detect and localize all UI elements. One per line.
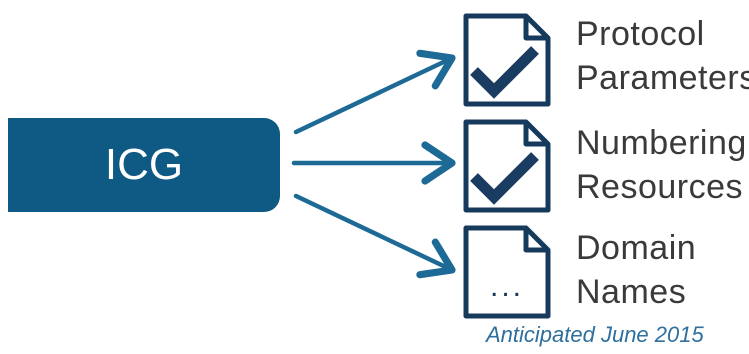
label-line-1: Protocol: [576, 15, 705, 53]
checkmark-icon: [470, 152, 539, 205]
label-numbering-resources: Numbering Resources: [576, 121, 747, 209]
label-line-1: Domain: [576, 229, 697, 267]
label-protocol-parameters: Protocol Parameters: [576, 12, 749, 100]
label-line-2: Parameters: [576, 59, 749, 97]
arrow-domain-names: [293, 193, 456, 279]
document-icon-domain-names: ...: [463, 225, 551, 319]
label-line-2: Resources: [576, 168, 744, 206]
icg-label: ICG: [104, 140, 184, 189]
anticipated-date-note: Anticipated June 2015: [486, 322, 704, 347]
checkmark-icon: [470, 46, 539, 99]
ellipsis-icon: ...: [490, 270, 524, 303]
document-icon-protocol-parameters: [463, 13, 551, 107]
arrow-protocol-parameters: [293, 49, 456, 135]
icg-box: ICG: [8, 118, 280, 212]
label-line-1: Numbering: [576, 124, 747, 162]
label-line-2: Names: [576, 273, 687, 311]
document-icon-numbering-resources: [463, 119, 551, 213]
label-domain-names: Domain Names: [576, 226, 696, 314]
